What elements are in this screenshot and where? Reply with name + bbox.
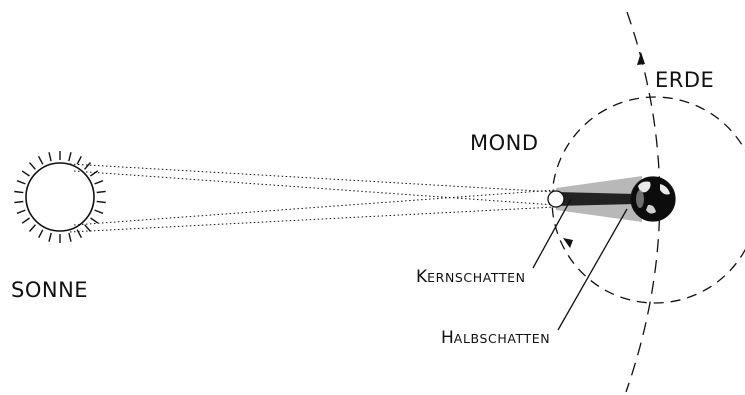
moon-icon (547, 190, 565, 208)
sun-rays (14, 151, 106, 243)
sun-ray (28, 162, 36, 170)
sun-ray (68, 152, 72, 162)
sun-ray (76, 155, 82, 165)
sun-ray (94, 209, 104, 214)
sun-ray (28, 224, 37, 232)
sun-ray (83, 162, 92, 170)
umbra-label-initial: K (416, 267, 428, 287)
sun-ray (90, 217, 99, 224)
sun-ray (89, 170, 99, 177)
earth-icon (630, 176, 676, 222)
sight-lines (69, 163, 556, 233)
sun-ray (14, 190, 24, 194)
sight-line-bottom-outer (69, 206, 556, 233)
moon-orbit-arrow-icon (563, 238, 573, 248)
sun-ray (21, 170, 30, 177)
sun-ray (84, 224, 92, 232)
sun-ray (94, 180, 104, 185)
sun-ray (96, 190, 106, 194)
sun-ray (48, 152, 52, 162)
sun-label: SONNE (11, 278, 88, 302)
sun-ray (14, 200, 24, 204)
sun-ray (37, 155, 44, 165)
penumbra-label-initial: H (441, 328, 454, 348)
penumbra-label: HALBSCHATTEN (441, 328, 550, 348)
sun-icon (25, 162, 95, 232)
sight-line-top-outer (69, 163, 556, 193)
umbra-cone (556, 192, 636, 206)
sun-ray (38, 229, 44, 239)
umbra-label-rest: ERNSCHATTEN (427, 270, 525, 285)
sun-ray (68, 232, 72, 242)
sight-line-top-cross (73, 170, 556, 206)
umbra-label: KERNSCHATTEN (416, 267, 526, 287)
moon-label: MOND (470, 131, 539, 155)
sun-ray (76, 229, 83, 239)
earth-label: ERDE (655, 68, 714, 92)
sun-ray (21, 217, 31, 224)
earth-orbit-arrow-icon (637, 52, 645, 65)
penumbra-label-rest: ALBSCHATTEN (454, 331, 550, 346)
sun-ray (16, 209, 26, 214)
penumbra-leader-line (557, 208, 628, 331)
sun-ray (96, 200, 106, 204)
sight-line-bottom-cross (73, 189, 556, 226)
sun-ray (16, 180, 26, 185)
sun-ray (48, 232, 52, 242)
umbra-leader-line (532, 198, 572, 269)
